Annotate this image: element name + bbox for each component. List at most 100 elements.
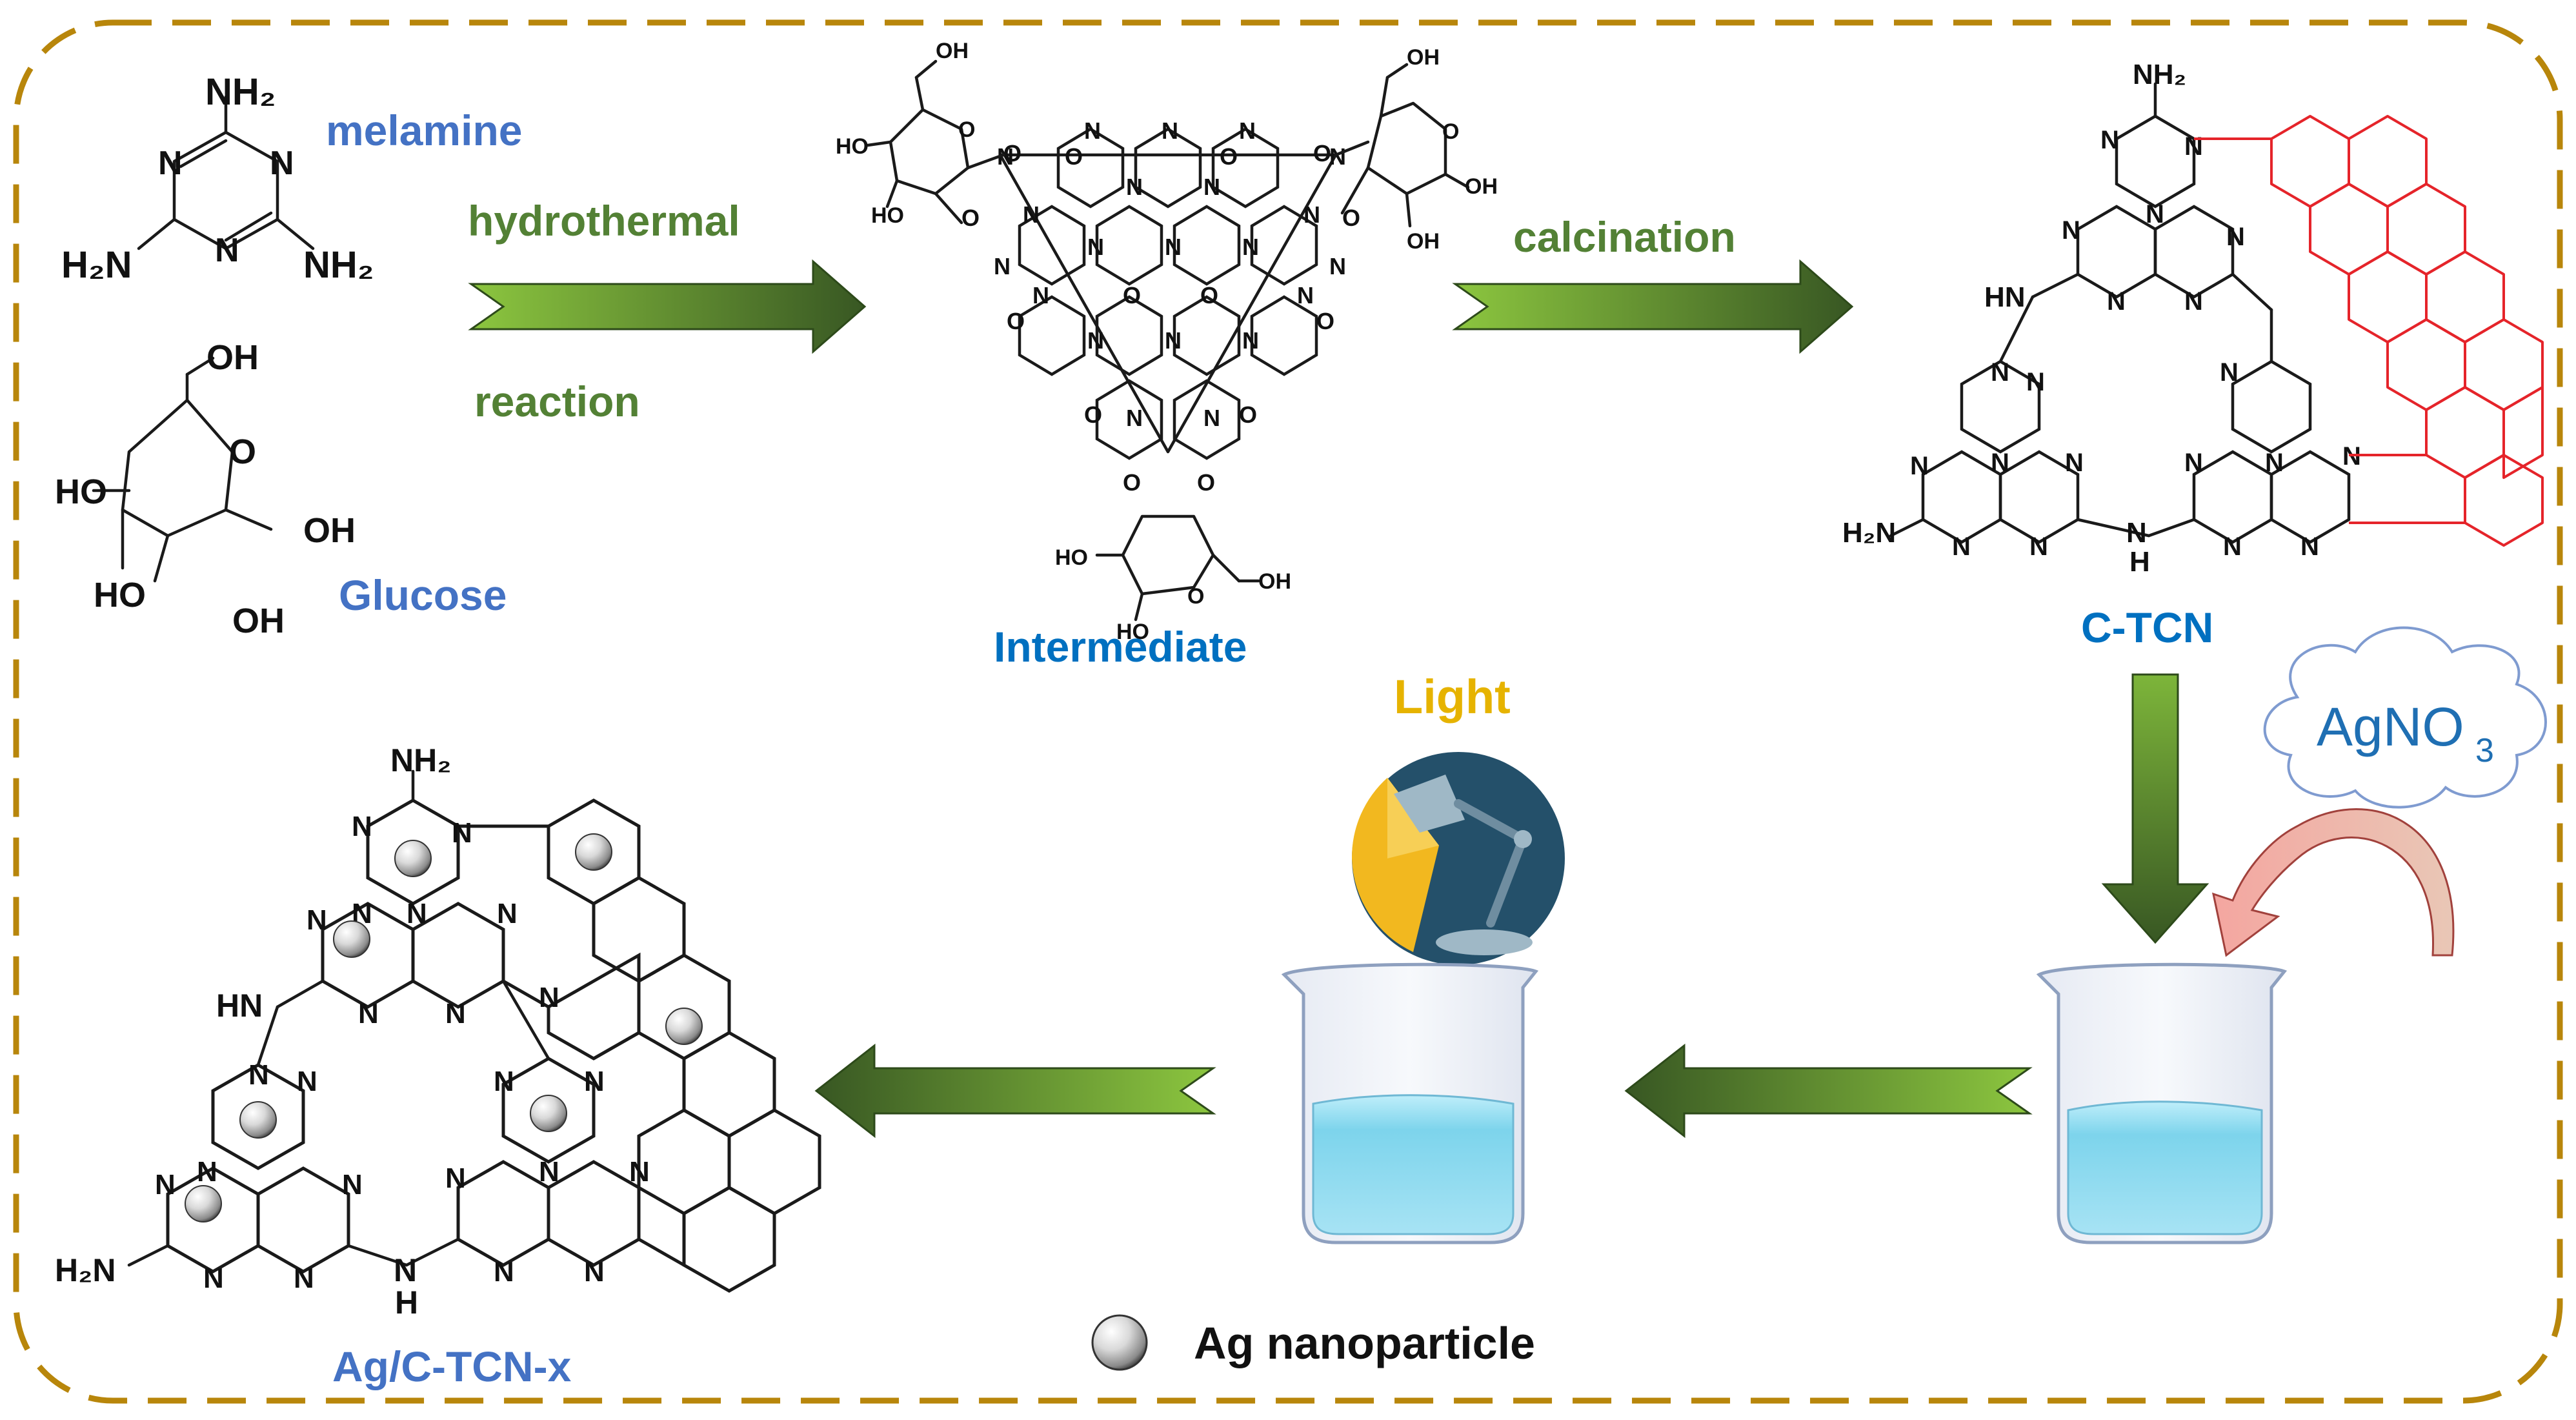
reaction-label: reaction — [474, 378, 640, 425]
atom-h: H — [395, 1284, 418, 1321]
melamine-structure: NH₂ H₂N NH₂ N N N — [61, 71, 374, 286]
atom-n: N — [352, 811, 372, 842]
atom-n: N — [1165, 234, 1182, 260]
atom-n: N — [2184, 449, 2203, 477]
product-nh2: NH₂ — [390, 742, 451, 778]
dashed-frame — [13, 19, 2563, 1404]
atom-n: N — [584, 1066, 605, 1097]
atom-o: O — [1313, 140, 1331, 167]
atom-n: N — [1203, 405, 1220, 431]
atom-n: N — [358, 998, 379, 1030]
atom-o: O — [1239, 401, 1257, 428]
atom-n: N — [1952, 532, 1971, 561]
atom-n: N — [1242, 327, 1259, 354]
atom-oh: OH — [1407, 229, 1440, 254]
atom-n: N — [2029, 532, 2048, 561]
ctcn-nh2: NH₂ — [2133, 59, 2186, 90]
atom-oh: OH — [1407, 45, 1440, 70]
atom-n: N — [2300, 532, 2319, 561]
atom-n: N — [342, 1169, 363, 1201]
beaker-icon — [1281, 962, 1539, 1244]
atom-h: H — [2129, 546, 2150, 578]
atom-n: N — [1239, 117, 1256, 144]
process-arrow-icon — [1452, 259, 1854, 354]
glucose-oh-right: OH — [303, 511, 356, 550]
atom-n: N — [215, 232, 239, 269]
glucose-structure: OH O HO OH HO OH — [55, 338, 356, 640]
atom-o: O — [1197, 469, 1215, 496]
atom-n: N — [2220, 358, 2239, 387]
glucose-oh-bottom: OH — [232, 602, 285, 640]
atom-o: O — [1316, 308, 1334, 334]
ctcn-structure: NH₂ HN H₂N N H N N N N N N N N N N N N N… — [1842, 59, 2544, 578]
atom-o: O — [1003, 140, 1021, 167]
atom-n: N — [2026, 368, 2045, 396]
calcination-label: calcination — [1513, 213, 1736, 261]
atom-n: N — [307, 904, 327, 936]
atom-n: N — [584, 1256, 605, 1288]
atom-n: N — [1329, 253, 1346, 279]
atom-n: N — [297, 1066, 317, 1097]
atom-o: O — [1007, 308, 1025, 334]
atom-o: O — [958, 117, 975, 142]
atom-n: N — [1087, 234, 1104, 260]
melamine-nh2-right: NH₂ — [303, 244, 374, 286]
glucose-ho-bottom: HO — [94, 576, 146, 614]
melamine-h2n-left: H₂N — [61, 244, 132, 286]
atom-n: N — [2100, 126, 2119, 154]
atom-n: N — [270, 145, 294, 182]
atom-n: N — [1910, 452, 1929, 480]
hydrothermal-label: hydrothermal — [468, 197, 740, 245]
atom-n: N — [539, 1156, 559, 1188]
atom-n: N — [629, 1156, 650, 1188]
curved-arrow-icon — [2211, 808, 2455, 957]
ag-ctcn-structure: NH₂ HN H₂N N H N N N N N N N N N N N N N… — [55, 742, 821, 1321]
atom-n: N — [2184, 287, 2203, 316]
atom-n: N — [1991, 449, 2009, 477]
atom-oh: OH — [1465, 174, 1498, 199]
atom-n: N — [407, 898, 427, 929]
atom-n: N — [294, 1263, 314, 1294]
process-arrow-icon — [1624, 1043, 2033, 1139]
intermediate-structure: N N N N N N N N N N N O O N N N N N N O … — [836, 39, 1498, 644]
atom-n: N — [158, 145, 183, 182]
atom-n: N — [203, 1263, 224, 1294]
atom-n: N — [2062, 216, 2080, 245]
ctcn-hn: HN — [1984, 281, 2026, 313]
product-hn: HN — [216, 988, 263, 1024]
intermediate-label: Intermediate — [994, 623, 1247, 671]
atom-n: N — [2146, 200, 2164, 228]
atom-n: N — [1329, 143, 1346, 170]
atom-n: N — [445, 998, 466, 1030]
atom-n: N — [1087, 327, 1104, 354]
atom-o: O — [1200, 282, 1218, 309]
atom-o: O — [961, 205, 980, 231]
atom-n: N — [2265, 449, 2284, 477]
legend-label: Ag nanoparticle — [1194, 1318, 1535, 1368]
atom-ho: HO — [836, 134, 869, 159]
atom-ho: HO — [1055, 545, 1088, 570]
glucose-oh-top: OH — [206, 338, 259, 377]
atom-n: N — [1126, 405, 1143, 431]
melamine-nh2-top: NH₂ — [205, 71, 276, 113]
atom-n: N — [2126, 517, 2147, 549]
atom-n: N — [2184, 132, 2203, 161]
atom-n: N — [394, 1252, 417, 1288]
atom-n: N — [1303, 201, 1320, 228]
atom-n: N — [994, 253, 1011, 279]
atom-n: N — [539, 982, 559, 1013]
ctcn-label: C-TCN — [2081, 604, 2213, 651]
atom-n: N — [494, 1256, 514, 1288]
desk-lamp-icon — [1351, 752, 1565, 965]
atom-n: N — [494, 1066, 514, 1097]
agno3-label: AgNO — [2317, 696, 2464, 757]
atom-n: N — [197, 1156, 217, 1188]
ctcn-h2n: H₂N — [1842, 517, 1896, 549]
atom-n: N — [1991, 358, 2009, 387]
glucose-ho-left: HO — [55, 472, 107, 511]
atom-n: N — [1297, 282, 1314, 309]
silver-sphere-icon — [1091, 1314, 1148, 1371]
atom-o: O — [1123, 469, 1141, 496]
atom-n: N — [2107, 287, 2126, 316]
atom-n: N — [1084, 117, 1101, 144]
